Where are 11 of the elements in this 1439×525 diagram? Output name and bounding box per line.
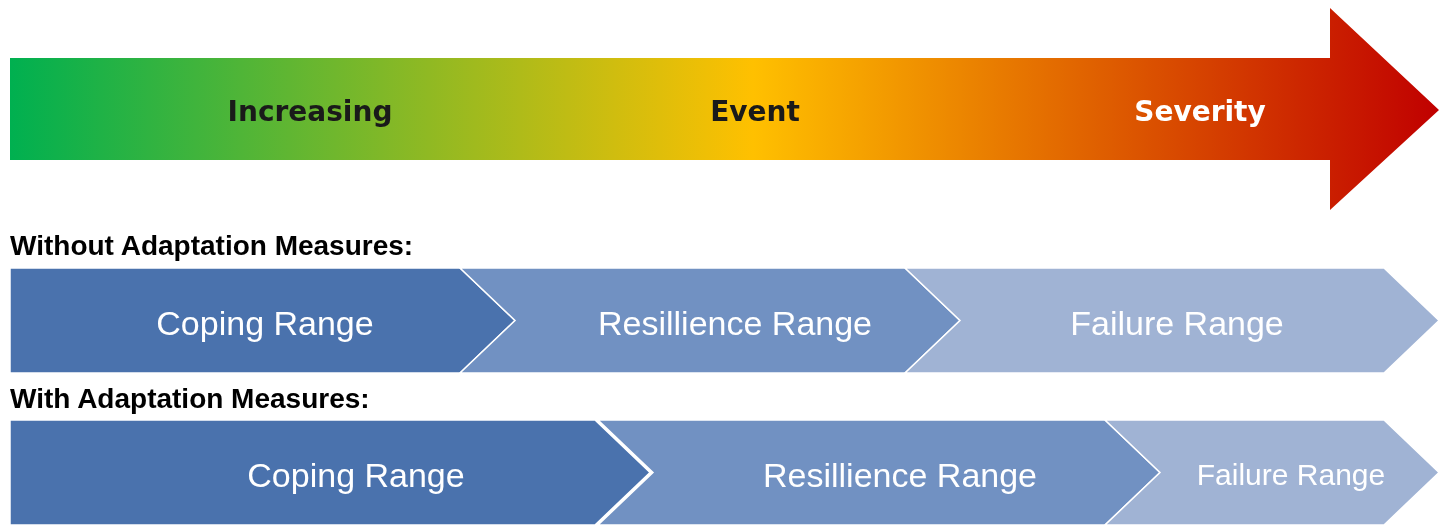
arrow-label: Increasing (227, 94, 393, 128)
arrow-label: Event (710, 94, 800, 128)
section-heading: With Adaptation Measures: (10, 383, 370, 415)
arrow-label: Severity (1134, 94, 1266, 128)
range-label: Failure Range (1070, 303, 1284, 343)
range-label: Failure Range (1196, 458, 1386, 492)
range-label: Coping Range (247, 455, 465, 495)
range-label: Coping Range (156, 303, 374, 343)
range-label: Resillience Range (598, 303, 872, 343)
section-heading: Without Adaptation Measures: (10, 230, 414, 262)
range-label: Resillience Range (763, 455, 1037, 495)
